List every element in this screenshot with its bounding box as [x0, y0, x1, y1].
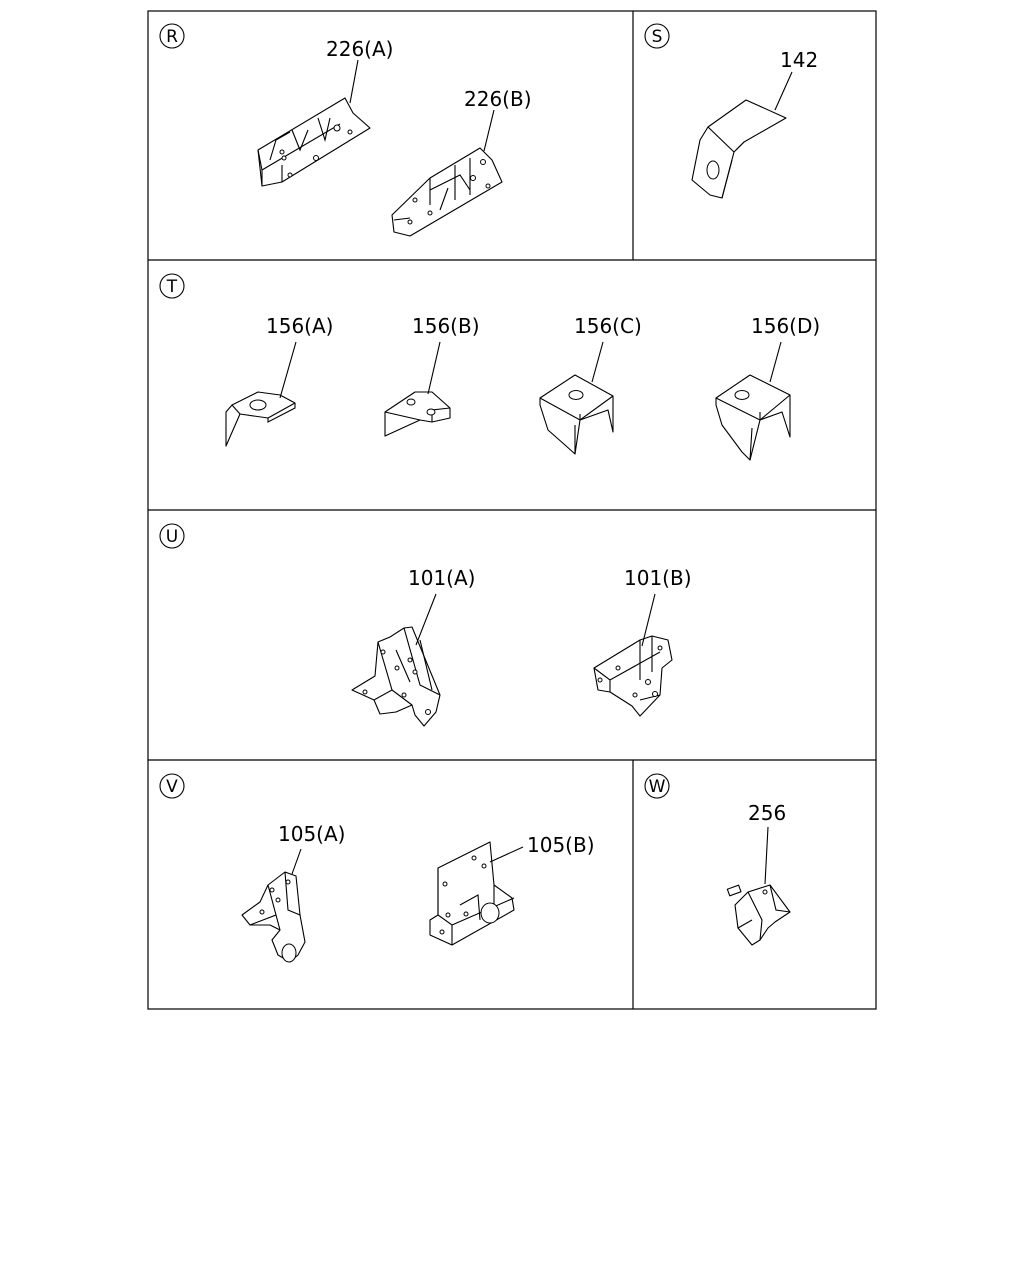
part-label-156d: 156(D)	[751, 314, 820, 338]
section-r: R 226(A)	[159, 23, 532, 237]
leader-256	[764, 826, 769, 885]
section-marker-v: V	[159, 773, 185, 799]
section-u: U 101(A)	[159, 523, 692, 727]
part-label-156b: 156(B)	[412, 314, 480, 338]
leader-226b	[483, 109, 495, 152]
part-156c-drawing	[539, 374, 614, 455]
leader-156c	[591, 341, 604, 383]
part-226b-drawing	[391, 147, 503, 237]
leader-101b	[641, 593, 656, 647]
leader-142	[774, 71, 793, 111]
part-label-105b: 105(B)	[527, 833, 595, 857]
part-label-256: 256	[748, 801, 786, 825]
part-label-226b: 226(B)	[464, 87, 532, 111]
part-101a-drawing	[351, 626, 441, 727]
leader-105a	[291, 848, 302, 875]
leader-105b	[489, 846, 524, 863]
section-marker-r: R	[159, 23, 185, 49]
svg-text:W: W	[649, 777, 666, 797]
leader-156b	[427, 341, 441, 395]
leader-156a	[279, 341, 297, 399]
part-label-101b: 101(B)	[624, 566, 692, 590]
section-marker-u: U	[159, 523, 185, 549]
part-256-drawing	[726, 884, 791, 946]
part-105a-drawing	[241, 871, 306, 963]
section-marker-w: W	[644, 773, 670, 799]
leader-156d	[769, 341, 782, 383]
part-label-156a: 156(A)	[266, 314, 333, 338]
section-v: V 105(A)	[159, 773, 595, 963]
leader-101a	[415, 593, 437, 646]
leader-226a	[349, 59, 359, 104]
svg-text:T: T	[166, 277, 178, 297]
part-156d-drawing	[715, 374, 791, 461]
part-label-156c: 156(C)	[574, 314, 642, 338]
section-s: S 142	[644, 23, 818, 199]
part-105b-drawing	[429, 841, 515, 946]
part-156b-drawing	[384, 391, 451, 437]
svg-text:S: S	[652, 27, 663, 47]
section-marker-t: T	[159, 273, 185, 299]
part-142-drawing	[691, 99, 787, 199]
part-label-105a: 105(A)	[278, 822, 345, 846]
svg-text:R: R	[166, 27, 178, 47]
part-101b-drawing	[593, 635, 673, 717]
section-marker-s: S	[644, 23, 670, 49]
diagram-grid	[147, 10, 877, 1010]
part-226a-drawing	[257, 97, 371, 187]
part-label-101a: 101(A)	[408, 566, 475, 590]
svg-text:U: U	[166, 527, 178, 547]
section-t: T 156(A) 156(B)	[159, 273, 820, 461]
part-label-142: 142	[780, 48, 818, 72]
part-156a-drawing	[225, 391, 296, 447]
svg-text:V: V	[166, 777, 178, 797]
section-w: W 256	[644, 773, 791, 946]
part-label-226a: 226(A)	[326, 37, 393, 61]
